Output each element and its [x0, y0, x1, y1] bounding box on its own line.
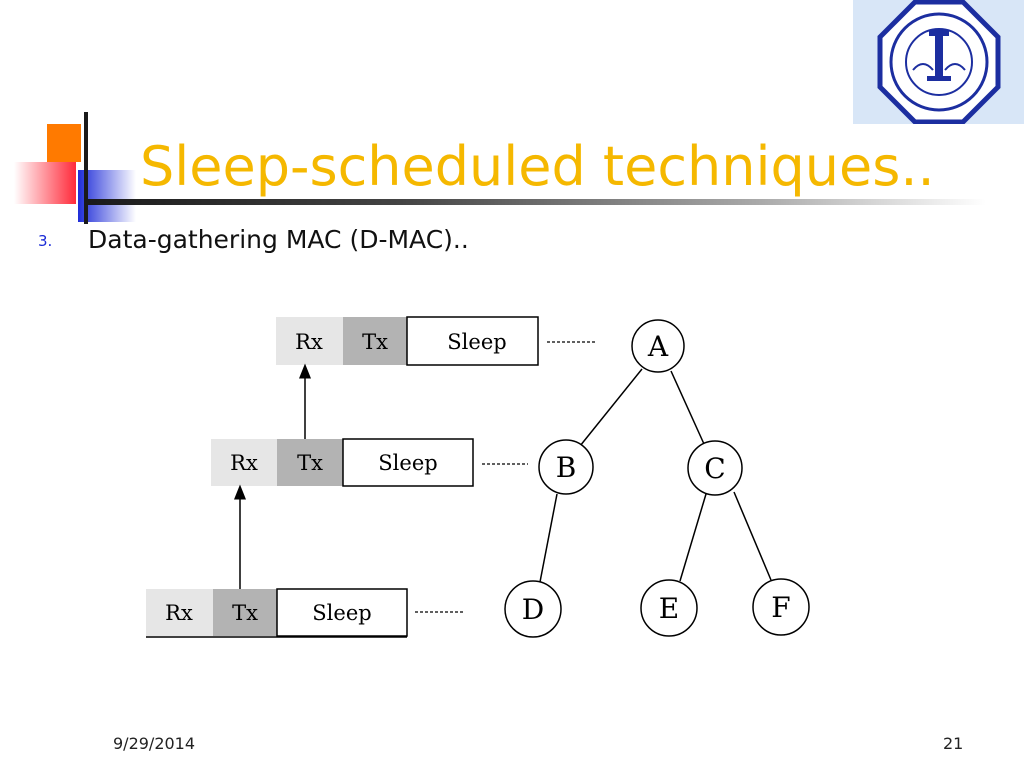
tx-slot	[213, 589, 277, 636]
svg-text:C: C	[704, 452, 725, 485]
svg-text:B: B	[556, 451, 577, 484]
sleep-slot	[276, 588, 408, 637]
sleep-label: Sleep	[312, 601, 371, 625]
decor-red-square	[14, 162, 76, 204]
tree-node-d: D	[504, 580, 562, 638]
tree-node-a: A	[631, 319, 685, 373]
schedule-row-b: Rx Tx Sleep	[211, 438, 528, 487]
rx-slot	[276, 317, 343, 365]
svg-text:D: D	[522, 593, 544, 626]
tx-label: Tx	[297, 451, 323, 475]
rx-slot	[211, 439, 277, 486]
decor-orange-square	[47, 124, 81, 162]
tree-node-c: C	[687, 440, 743, 496]
slide-title: Sleep-scheduled techniques..	[140, 135, 935, 198]
tx-slot	[343, 317, 407, 365]
page-number: 21	[943, 734, 964, 753]
bullet-text: Data-gathering MAC (D-MAC)..	[88, 225, 469, 254]
rx-label: Rx	[165, 601, 193, 625]
title-underline	[86, 199, 986, 205]
tx-slot	[277, 439, 343, 486]
footer-date: 9/29/2014	[113, 734, 196, 753]
bullet-number: 3.	[38, 232, 53, 250]
tree-node-b: B	[538, 439, 594, 495]
university-logo	[853, 0, 1024, 125]
sleep-label: Sleep	[447, 330, 506, 354]
svg-text:F: F	[771, 591, 790, 624]
decor-vertical-bar	[84, 112, 88, 224]
tree-edges	[539, 368, 772, 583]
rx-slot	[146, 589, 213, 636]
tree-node-f: F	[752, 578, 810, 636]
sleep-slot	[406, 316, 539, 366]
svg-text:A: A	[647, 330, 669, 363]
svg-text:E: E	[659, 592, 679, 625]
schedule-row-d: Rx Tx Sleep	[146, 588, 463, 638]
sleep-label: Sleep	[378, 451, 437, 475]
rx-label: Rx	[230, 451, 258, 475]
tree-node-e: E	[640, 579, 698, 637]
sleep-slot	[342, 438, 474, 487]
rx-label: Rx	[295, 330, 323, 354]
tx-label: Tx	[362, 330, 388, 354]
tx-label: Tx	[232, 601, 258, 625]
schedule-row-a: Rx Tx Sleep	[276, 316, 597, 366]
